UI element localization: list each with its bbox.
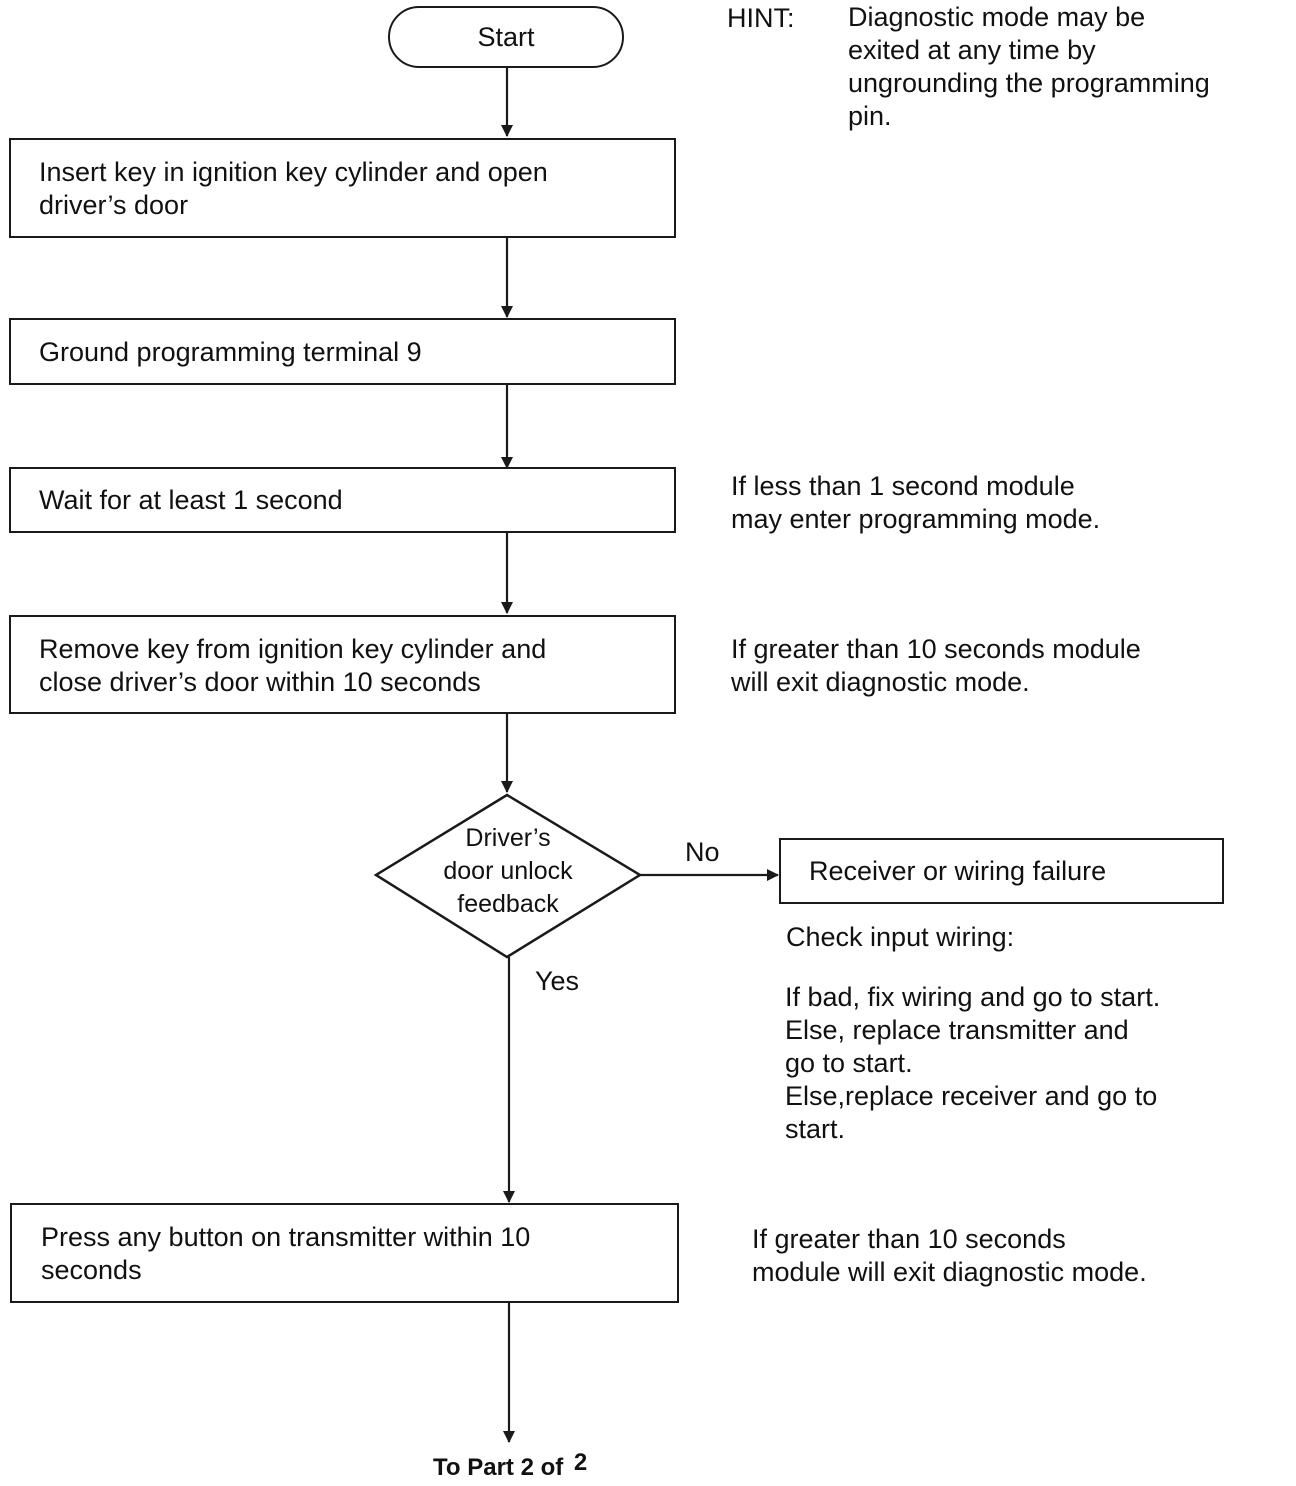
step-press-button: Press any button on transmitter within 1… (10, 1203, 679, 1303)
continuation-page: 2 (573, 1449, 588, 1476)
decision-yes-label: Yes (535, 966, 580, 996)
start-terminal: Start (388, 6, 624, 68)
note-press-button: If greater than 10 seconds module will e… (752, 1224, 1147, 1287)
failure-actions: If bad, fix wiring and go to start. Else… (785, 982, 1161, 1144)
decision-text: Driver’s door unlock feedback (443, 824, 573, 918)
step-ground-terminal: Ground programming terminal 9 (9, 318, 676, 385)
continuation-text: To Part 2 of (433, 1454, 564, 1481)
step-remove-key: Remove key from ignition key cylinder an… (9, 615, 676, 714)
start-label: Start (477, 21, 535, 52)
hint-label: HINT: (727, 3, 795, 33)
note-remove-key: If greater than 10 seconds module will e… (731, 634, 1141, 697)
failure-box: Receiver or wiring failure (779, 838, 1224, 904)
step-wait: Wait for at least 1 second (9, 467, 676, 533)
continuation-label: To Part 2 of 2 (433, 1449, 587, 1482)
note-wait: If less than 1 second module may enter p… (731, 471, 1101, 534)
decision-diamond (373, 793, 643, 959)
step-insert-key: Insert key in ignition key cylinder and … (9, 138, 676, 238)
decision-no-label: No (685, 837, 720, 867)
hint-text: Diagnostic mode may be exited at any tim… (848, 2, 1210, 131)
failure-check: Check input wiring: (786, 922, 1015, 952)
